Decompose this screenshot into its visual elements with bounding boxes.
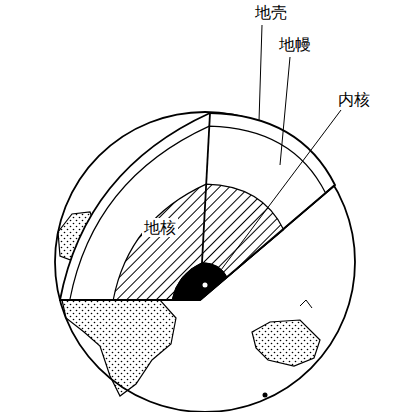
- part-label: 地核: [142, 218, 178, 237]
- part-label: 地幔: [277, 35, 313, 54]
- australia: [252, 320, 320, 366]
- cut-edge: [200, 185, 335, 300]
- cut-edge: [60, 299, 200, 301]
- africa: [62, 298, 176, 396]
- island: [263, 393, 268, 398]
- mantle-layer: [70, 126, 326, 300]
- outer-core-layer: [113, 184, 284, 300]
- island: [300, 300, 312, 308]
- crust-layer: [60, 113, 335, 300]
- part-label: 内核: [336, 90, 372, 109]
- cut-edge: [200, 113, 210, 300]
- leader-line: [280, 57, 290, 165]
- inner-core-spot: [203, 283, 208, 288]
- leader-line: [259, 25, 262, 121]
- leader-line: [212, 110, 341, 282]
- globe-outline: [55, 112, 355, 412]
- part-label: 地壳: [253, 3, 289, 22]
